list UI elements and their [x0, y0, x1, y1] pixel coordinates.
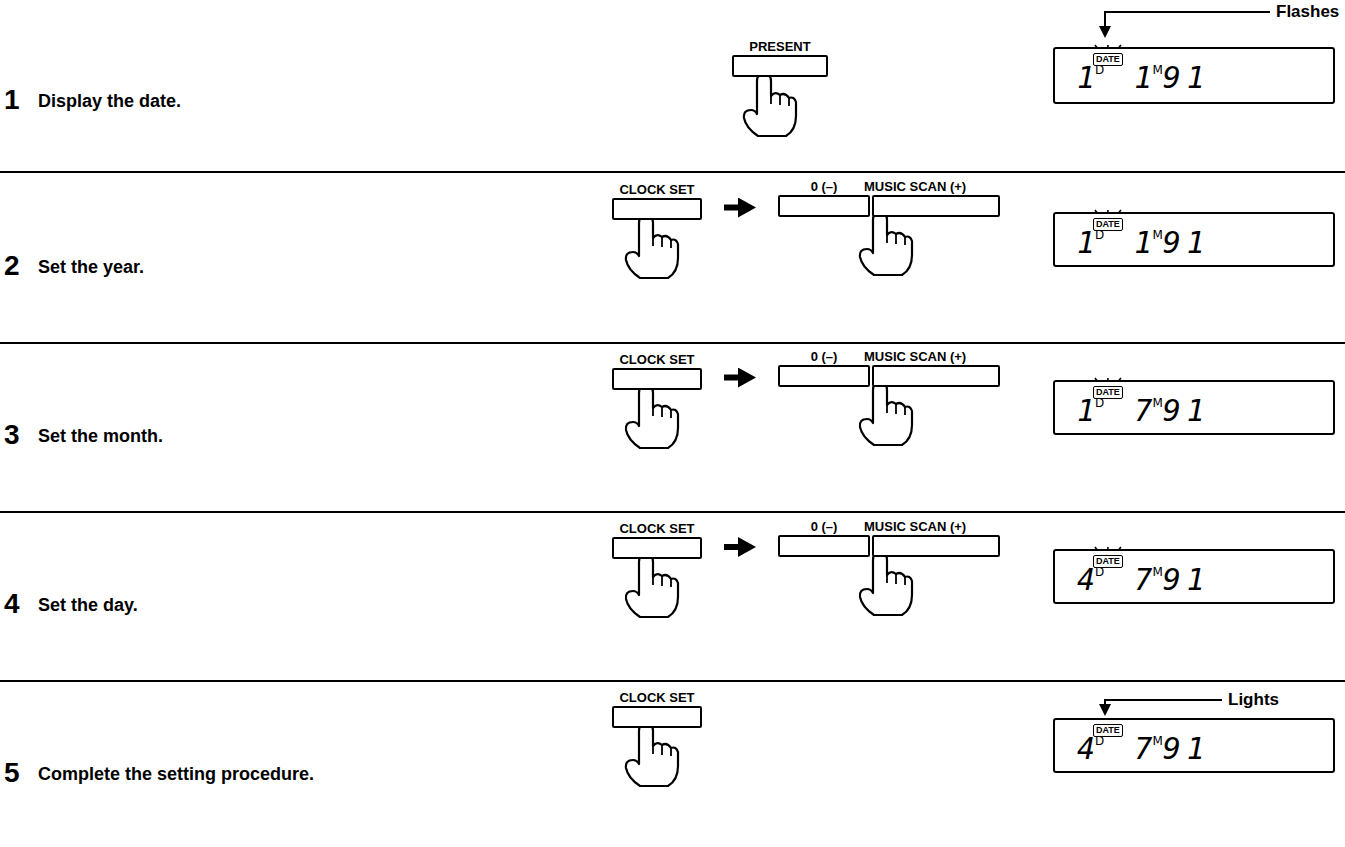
- lcd-digits: 91: [1163, 734, 1211, 764]
- lcd-digits: 1: [1077, 396, 1095, 426]
- lcd-display: DATE4D7M91: [1053, 549, 1335, 604]
- step-text: Display the date.: [38, 91, 181, 112]
- lcd-digits: 91: [1163, 228, 1211, 258]
- push-button: 0 (–): [778, 195, 870, 217]
- lcd-digits: 91: [1163, 396, 1211, 426]
- button-label: MUSIC SCAN (+): [864, 519, 966, 534]
- digit-row: 1D1M91: [1077, 63, 1211, 93]
- lcd-unit-mark: M: [1152, 229, 1162, 241]
- lcd-unit-mark: M: [1152, 566, 1162, 578]
- push-button: MUSIC SCAN (+): [872, 195, 1000, 217]
- push-button: CLOCK SET: [612, 706, 702, 728]
- step-number: 2: [4, 250, 20, 282]
- button-label: CLOCK SET: [619, 352, 694, 367]
- lcd-digits: 1: [1134, 63, 1152, 93]
- connectors: [724, 208, 740, 548]
- lcd-digits: 7: [1134, 565, 1152, 595]
- callout-text: Lights: [1228, 690, 1279, 710]
- lcd-digits: 7: [1134, 734, 1152, 764]
- push-button: PRESENT: [732, 55, 828, 77]
- step-text: Complete the setting procedure.: [38, 764, 314, 785]
- button-label: 0 (–): [811, 179, 838, 194]
- lcd-digits: 1: [1077, 63, 1095, 93]
- lcd-digits: 1: [1134, 228, 1152, 258]
- lcd-digits: 91: [1163, 565, 1211, 595]
- lcd-unit-mark: M: [1152, 397, 1162, 409]
- button-label: CLOCK SET: [619, 690, 694, 705]
- step-number: 1: [4, 84, 20, 116]
- push-button: CLOCK SET: [612, 368, 702, 390]
- lcd-digits: 4: [1077, 734, 1095, 764]
- digit-row: 4D 7M91: [1077, 565, 1211, 595]
- lcd-display: DATE1D7M91: [1053, 380, 1335, 435]
- step-text: Set the day.: [38, 595, 138, 616]
- push-button: MUSIC SCAN (+): [872, 365, 1000, 387]
- step-text: Set the year.: [38, 257, 144, 278]
- button-label: CLOCK SET: [619, 182, 694, 197]
- lcd-digits: 7: [1134, 396, 1152, 426]
- lcd-digits: 1: [1077, 228, 1095, 258]
- lcd-unit-mark: D: [1095, 566, 1104, 578]
- push-button: MUSIC SCAN (+): [872, 535, 1000, 557]
- step-number: 4: [4, 588, 20, 620]
- button-label: PRESENT: [749, 39, 810, 54]
- button-label: CLOCK SET: [619, 521, 694, 536]
- lcd-unit-mark: D: [1095, 735, 1104, 747]
- leader-lines: [1105, 12, 1270, 714]
- lcd-unit-mark: D: [1095, 397, 1104, 409]
- push-button: 0 (–): [778, 365, 870, 387]
- button-label: 0 (–): [811, 349, 838, 364]
- lcd-display: DATE1D1M91: [1053, 212, 1335, 267]
- button-label: 0 (–): [811, 519, 838, 534]
- digit-row: 4D 7M91: [1077, 734, 1211, 764]
- button-label: MUSIC SCAN (+): [864, 349, 966, 364]
- lcd-unit-mark: D: [1095, 229, 1104, 241]
- digit-row: 1D 7M91: [1077, 396, 1211, 426]
- lcd-unit-mark: M: [1152, 64, 1162, 76]
- push-button: 0 (–): [778, 535, 870, 557]
- digit-row: 1D1M91: [1077, 228, 1211, 258]
- callout-text: Flashes: [1276, 2, 1339, 22]
- push-button: CLOCK SET: [612, 537, 702, 559]
- lcd-display: DATE1D1M91: [1053, 47, 1335, 104]
- push-button: CLOCK SET: [612, 198, 702, 220]
- step-text: Set the month.: [38, 426, 163, 447]
- lcd-unit-mark: M: [1152, 735, 1162, 747]
- step-number: 5: [4, 757, 20, 789]
- step-number: 3: [4, 419, 20, 451]
- flash-marks: [1067, 45, 1221, 601]
- lcd-unit-mark: D: [1095, 64, 1104, 76]
- lcd-digits: 91: [1163, 63, 1211, 93]
- lcd-display: DATE4D7M91: [1053, 718, 1335, 773]
- step-arrow: [724, 544, 740, 550]
- button-label: MUSIC SCAN (+): [864, 179, 966, 194]
- row-separators: [0, 172, 1345, 681]
- step-arrow: [724, 375, 740, 381]
- lcd-digits: 4: [1077, 565, 1095, 595]
- step-arrow: [724, 205, 740, 211]
